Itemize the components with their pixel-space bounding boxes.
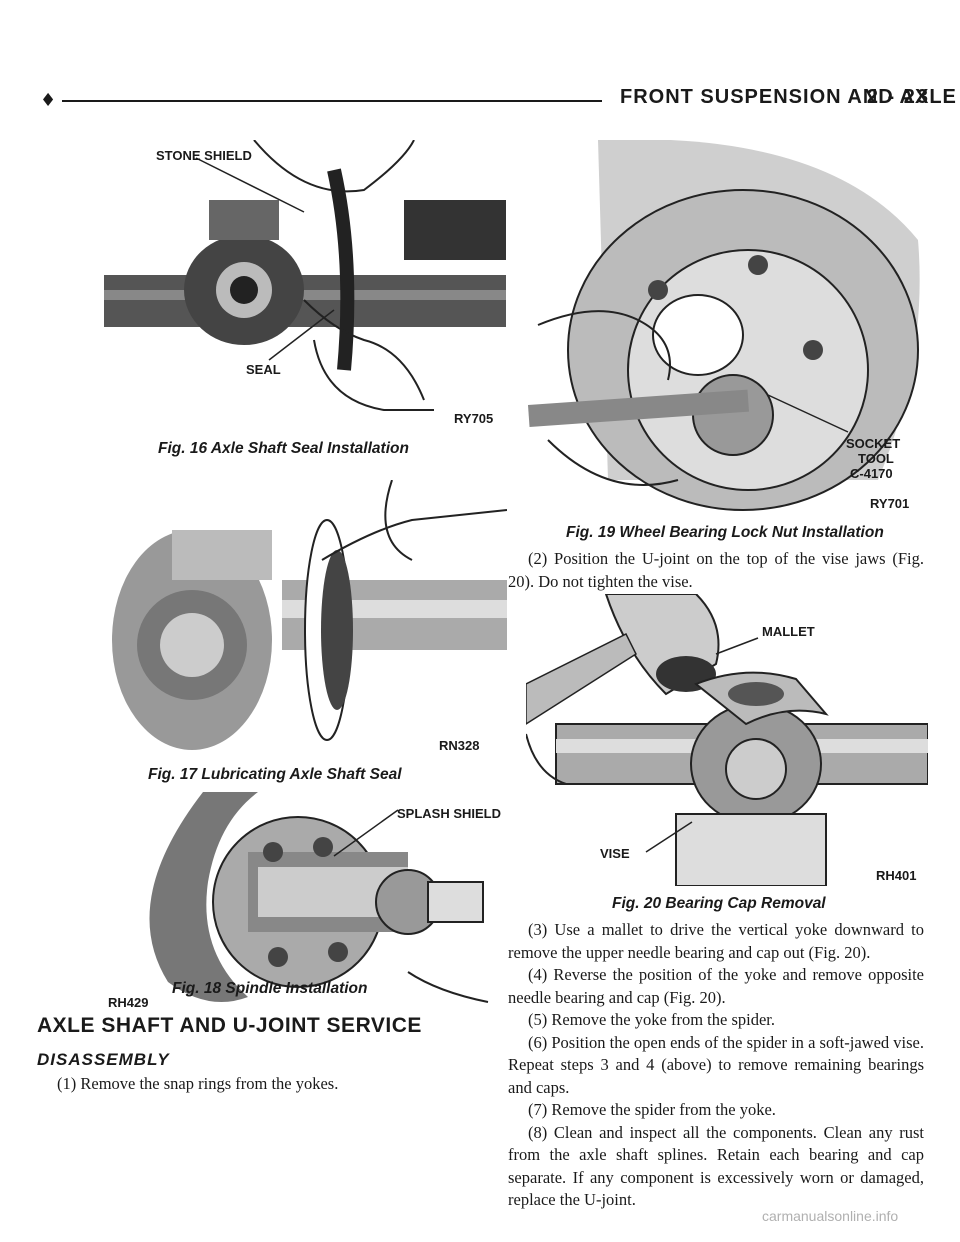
wheel-bearing-lock-nut-drawing: SOCKET TOOL C-4170 RY701 <box>528 140 920 511</box>
diamond-icon: ♦ <box>40 90 57 111</box>
step-7: (7) Remove the spider from the yoke. <box>528 1100 776 1119</box>
page-number: 2 - 23 <box>866 86 930 108</box>
subhead-disassembly: DISASSEMBLY <box>37 1050 170 1069</box>
section-title: AXLE SHAFT AND U-JOINT SERVICE <box>37 1014 422 1037</box>
header-rule <box>62 100 602 102</box>
label-mallet: MALLET <box>762 624 815 639</box>
step-8: (8) Clean and inspect all the components… <box>508 1122 924 1210</box>
figure-17-illustration: RN328 <box>112 480 507 758</box>
step-4: (4) Reverse the position of the yoke and… <box>508 965 924 1007</box>
site-watermark: carmanualsonline.info <box>762 1208 899 1224</box>
figure-17-code: RN328 <box>439 738 479 753</box>
figure-20-code: RH401 <box>876 868 916 883</box>
step-2: (2) Position the U-joint on the top of t… <box>508 549 924 591</box>
page-title: FRONT SUSPENSION AND AXLE <box>620 86 957 108</box>
figure-18-caption: Fig. 18 Spindle Installation <box>172 980 368 997</box>
figure-19-caption: Fig. 19 Wheel Bearing Lock Nut Installat… <box>566 524 884 541</box>
figure-16-illustration: STONE SHIELD SEAL RY705 <box>104 140 506 430</box>
bearing-cap-removal-drawing: MALLET VISE RH401 <box>526 594 928 886</box>
figure-20-caption: Fig. 20 Bearing Cap Removal <box>612 895 826 912</box>
step-3: (3) Use a mallet to drive the vertical y… <box>508 920 924 962</box>
axle-shaft-seal-drawing: STONE SHIELD SEAL RY705 <box>104 140 506 426</box>
left-body-text: (1) Remove the snap rings from the yokes… <box>37 1073 499 1096</box>
label-tool: TOOL <box>858 451 894 466</box>
right-body-text-bottom: (3) Use a mallet to drive the vertical y… <box>508 919 924 1212</box>
figure-19-illustration: SOCKET TOOL C-4170 RY701 <box>528 140 928 512</box>
right-body-text-top: (2) Position the U-joint on the top of t… <box>508 548 924 593</box>
figure-17-caption: Fig. 17 Lubricating Axle Shaft Seal <box>148 766 402 783</box>
label-seal: SEAL <box>246 362 281 377</box>
figure-16-caption: Fig. 16 Axle Shaft Seal Installation <box>158 440 409 457</box>
step-5: (5) Remove the yoke from the spider. <box>528 1010 775 1029</box>
figure-18-illustration: SPLASH SHIELD RH429 <box>108 792 516 1012</box>
figure-18-code: RH429 <box>108 995 148 1010</box>
lubricating-seal-drawing: RN328 <box>112 480 507 758</box>
figure-20-illustration: MALLET VISE RH401 <box>526 594 928 886</box>
label-socket: SOCKET <box>846 436 900 451</box>
page-header: ♦ FRONT SUSPENSION AND AXLE 2 - 23 <box>40 86 956 116</box>
figure-16-code: RY705 <box>454 411 493 426</box>
spindle-installation-drawing: SPLASH SHIELD RH429 <box>108 792 501 1010</box>
label-c4170: C-4170 <box>850 466 893 481</box>
step-6: (6) Position the open ends of the spider… <box>508 1032 924 1097</box>
label-stone-shield: STONE SHIELD <box>156 148 252 163</box>
step-1: (1) Remove the snap rings from the yokes… <box>57 1074 339 1093</box>
figure-19-code: RY701 <box>870 496 909 511</box>
label-splash-shield: SPLASH SHIELD <box>397 806 501 821</box>
label-vise: VISE <box>600 846 630 861</box>
